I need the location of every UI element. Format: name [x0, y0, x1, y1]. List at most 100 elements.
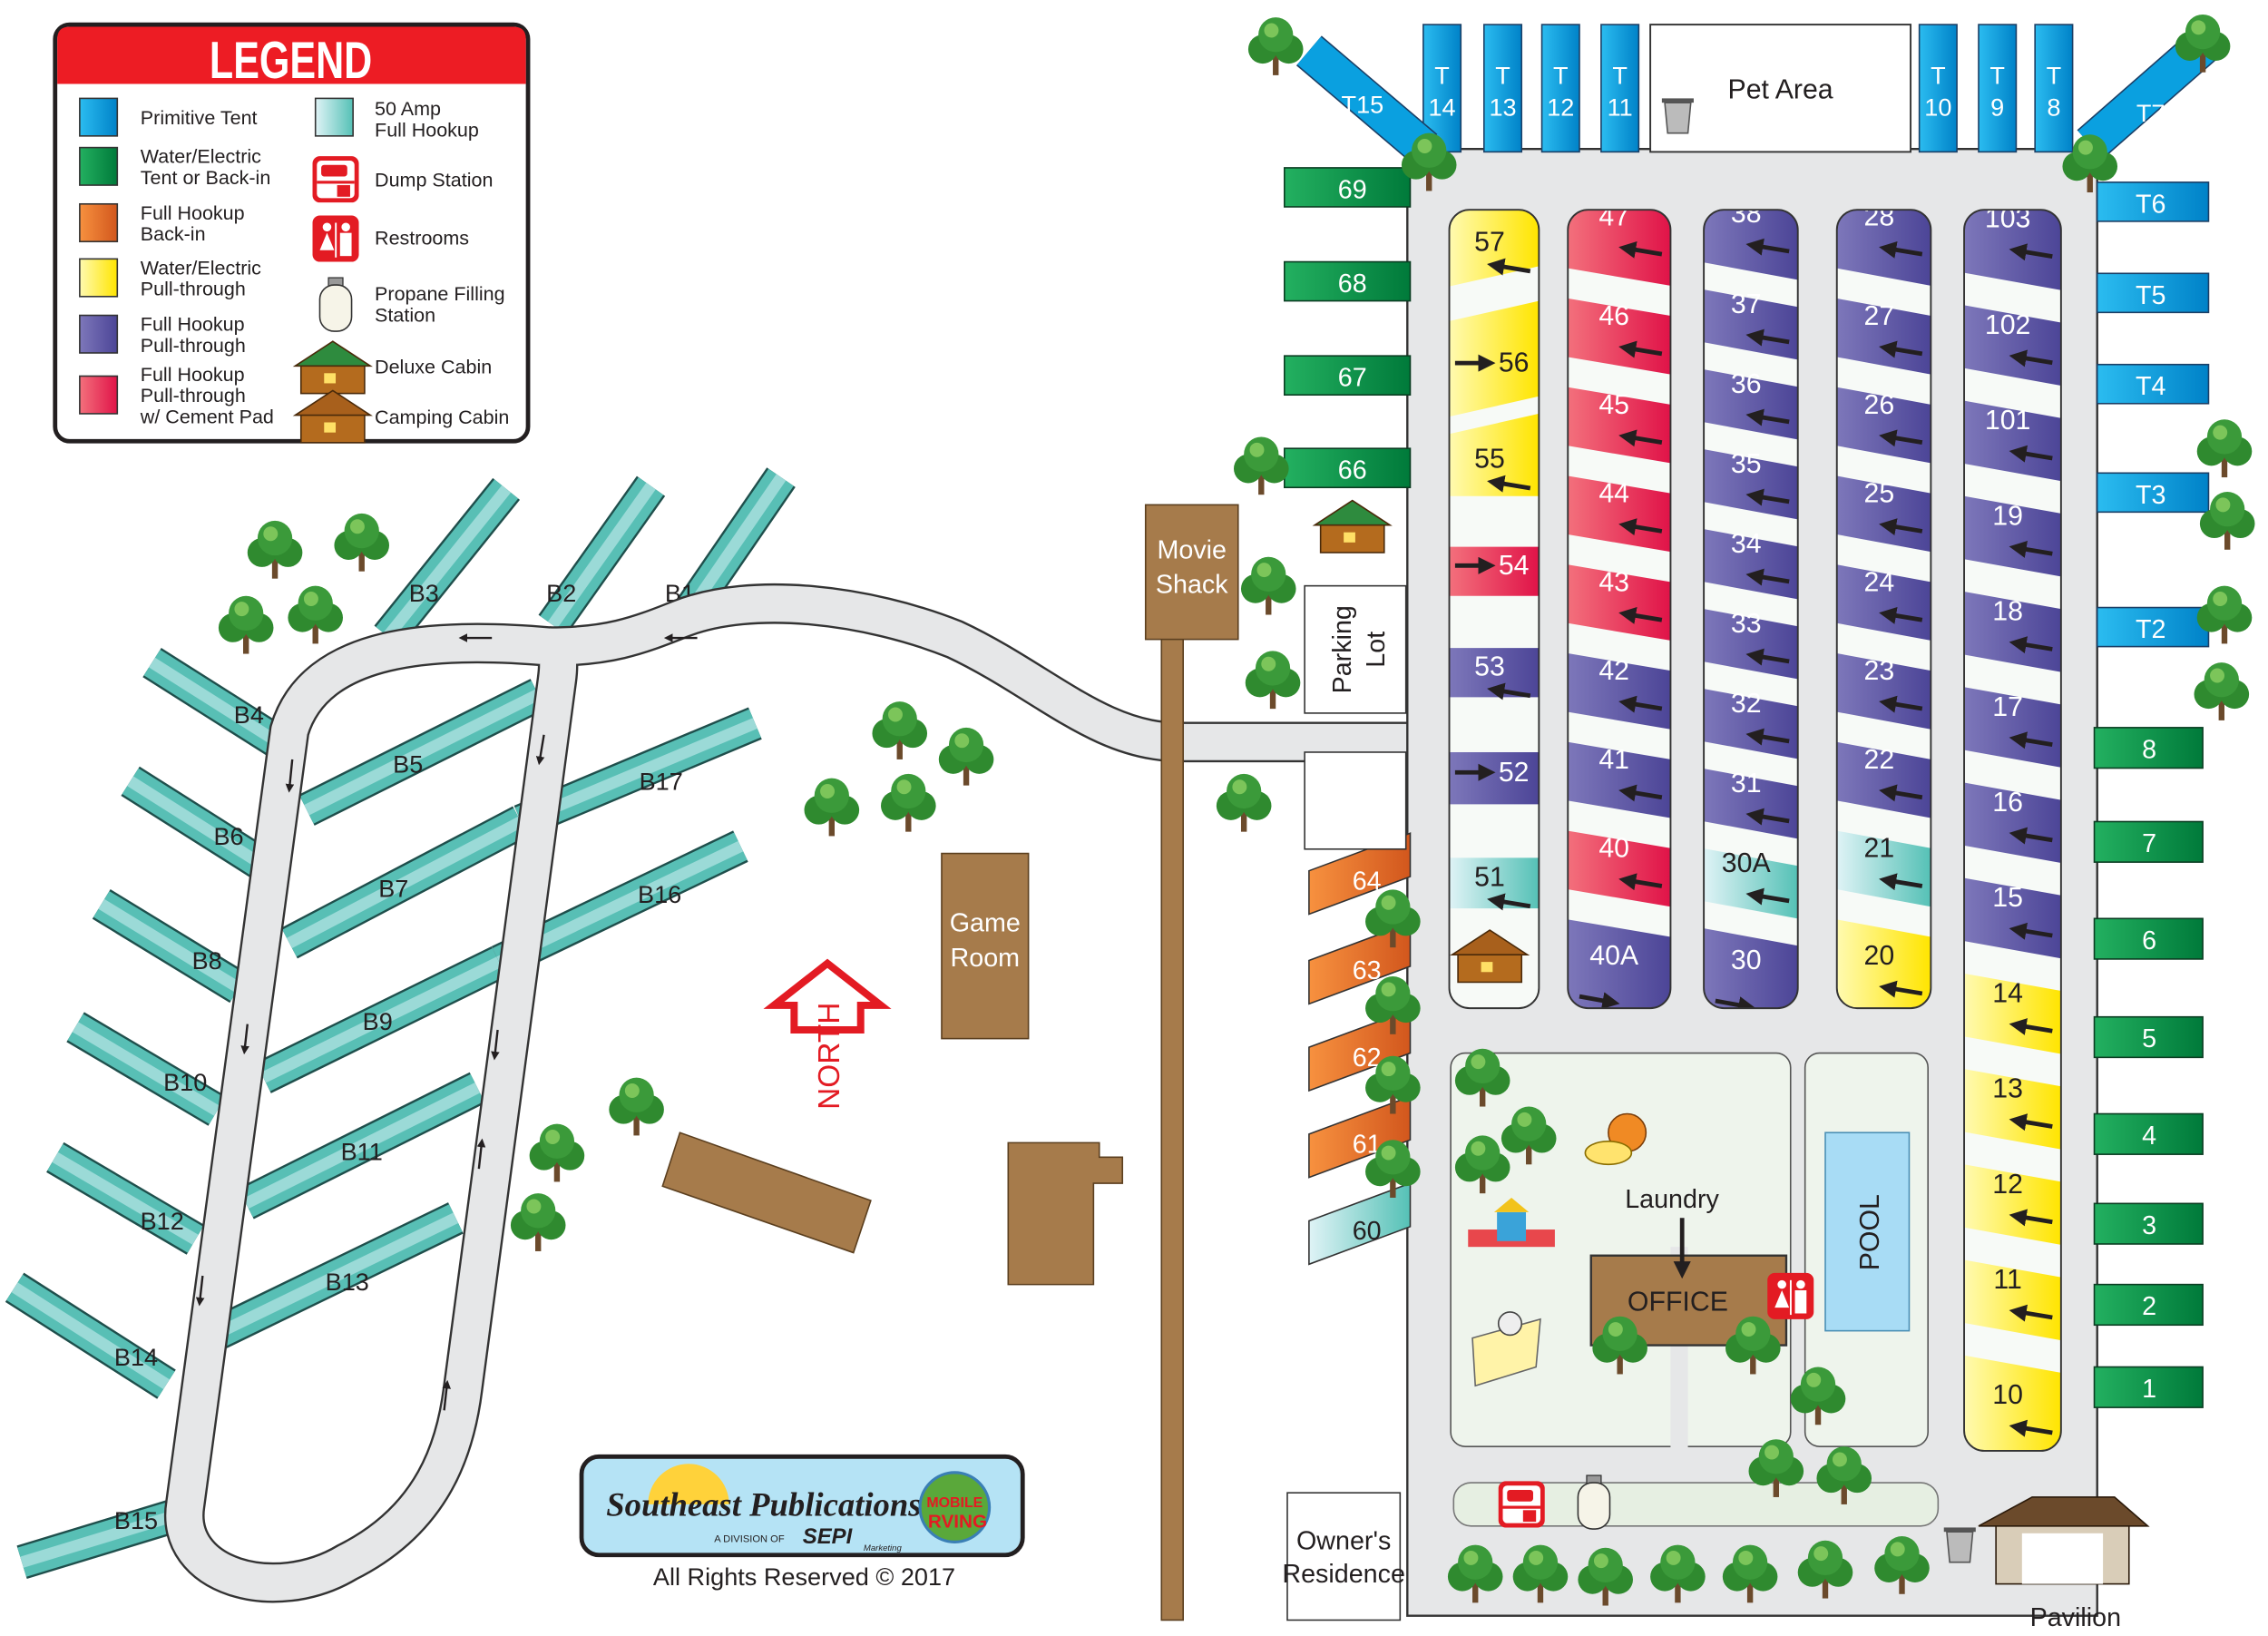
site-25[interactable]: 25: [1836, 475, 1931, 553]
site-B12[interactable]: [46, 1141, 205, 1255]
site-30[interactable]: 30: [1704, 928, 1798, 1033]
site-51[interactable]: 51: [1449, 857, 1540, 911]
site-35[interactable]: 35: [1704, 449, 1798, 520]
site-B14[interactable]: [5, 1272, 176, 1399]
site-T14[interactable]: T14: [1422, 24, 1462, 153]
site-15[interactable]: 15: [1964, 877, 2061, 959]
site-102[interactable]: 102: [1964, 305, 2061, 386]
site-T13[interactable]: T13: [1482, 24, 1523, 153]
site-44[interactable]: 44: [1568, 475, 1671, 553]
site-B7[interactable]: [281, 806, 529, 959]
site-37[interactable]: 37: [1704, 289, 1798, 360]
site-68[interactable]: 68: [1283, 260, 1412, 302]
pavilion[interactable]: Pavilion: [1978, 1496, 2150, 1632]
site-53[interactable]: 53: [1449, 648, 1540, 700]
site-T10[interactable]: T10: [1918, 24, 1958, 153]
site-67[interactable]: 67: [1283, 355, 1412, 397]
site-12[interactable]: 12: [1964, 1164, 2061, 1245]
site-B9[interactable]: [255, 945, 507, 1093]
site-20[interactable]: 20: [1836, 919, 1931, 1033]
site-19[interactable]: 19: [1964, 495, 2061, 577]
pet-area[interactable]: Pet Area: [1649, 24, 1912, 153]
site-69[interactable]: 69: [1283, 167, 1412, 208]
site-7[interactable]: 7: [2093, 820, 2204, 863]
site-31[interactable]: 31: [1704, 769, 1798, 839]
site-54[interactable]: 54: [1449, 546, 1540, 596]
site-103[interactable]: 103: [1964, 188, 2061, 290]
site-34[interactable]: 34: [1704, 529, 1798, 600]
site-36[interactable]: 36: [1704, 369, 1798, 440]
site-18[interactable]: 18: [1964, 592, 2061, 672]
site-3[interactable]: 3: [2093, 1202, 2204, 1245]
site-B6[interactable]: [121, 766, 270, 878]
site-B2[interactable]: [538, 475, 666, 635]
site-61[interactable]: 61: [1308, 1095, 1412, 1179]
site-66[interactable]: 66: [1283, 447, 1412, 489]
site-4[interactable]: 4: [2093, 1112, 2204, 1155]
site-27[interactable]: 27: [1836, 298, 1931, 375]
site-6[interactable]: 6: [2093, 917, 2204, 960]
site-57[interactable]: 57: [1449, 190, 1540, 287]
site-13[interactable]: 13: [1964, 1069, 2061, 1150]
site-T5[interactable]: T5: [2096, 272, 2210, 314]
site-B10[interactable]: [66, 1012, 227, 1126]
site-T4[interactable]: T4: [2096, 363, 2210, 405]
site-55[interactable]: 55: [1449, 413, 1540, 496]
site-B3[interactable]: [374, 477, 521, 648]
site-T11[interactable]: T11: [1600, 24, 1640, 153]
site-T2[interactable]: T2: [2096, 606, 2210, 648]
site-22[interactable]: 22: [1836, 741, 1931, 818]
site-B15[interactable]: [16, 1494, 193, 1579]
site-52[interactable]: 52: [1449, 751, 1540, 805]
pull-direction-arrow-icon: [1618, 606, 1663, 624]
site-1[interactable]: 1: [2093, 1366, 2204, 1408]
site-T6[interactable]: T6: [2096, 181, 2210, 222]
site-28[interactable]: 28: [1836, 188, 1931, 286]
site-40[interactable]: 40: [1568, 830, 1671, 907]
site-42[interactable]: 42: [1568, 653, 1671, 730]
site-33[interactable]: 33: [1704, 609, 1798, 680]
site-B13[interactable]: [209, 1202, 464, 1350]
site-24[interactable]: 24: [1836, 564, 1931, 641]
site-26[interactable]: 26: [1836, 387, 1931, 464]
site-56[interactable]: 56: [1449, 300, 1540, 417]
site-47[interactable]: 47: [1568, 188, 1671, 286]
site-11[interactable]: 11: [1964, 1259, 2061, 1341]
site-60[interactable]: 60: [1308, 1181, 1412, 1266]
site-T15[interactable]: T15: [1295, 35, 1438, 164]
site-14[interactable]: 14: [1964, 973, 2061, 1054]
site-B4[interactable]: [142, 647, 292, 760]
site-B8[interactable]: [92, 889, 249, 1004]
site-30A[interactable]: 30A: [1704, 848, 1798, 919]
site-T9[interactable]: T9: [1978, 24, 2018, 153]
site-23[interactable]: 23: [1836, 653, 1931, 730]
site-16[interactable]: 16: [1964, 782, 2061, 864]
site-45[interactable]: 45: [1568, 387, 1671, 464]
site-T3[interactable]: T3: [2096, 472, 2210, 514]
site-101[interactable]: 101: [1964, 400, 2061, 482]
site-B5[interactable]: [298, 679, 546, 826]
site-5[interactable]: 5: [2093, 1015, 2204, 1059]
site-10[interactable]: 10: [1964, 1355, 2061, 1475]
site-43[interactable]: 43: [1568, 564, 1671, 641]
site-46[interactable]: 46: [1568, 298, 1671, 375]
site-40A[interactable]: 40A: [1568, 919, 1671, 1033]
site-2[interactable]: 2: [2093, 1283, 2204, 1327]
site-62[interactable]: 62: [1308, 1008, 1412, 1092]
site-32[interactable]: 32: [1704, 689, 1798, 759]
site-label: 34: [1731, 529, 1762, 559]
site-21[interactable]: 21: [1836, 830, 1931, 907]
site-17[interactable]: 17: [1964, 687, 2061, 768]
site-63[interactable]: 63: [1308, 921, 1412, 1005]
site-38[interactable]: 38: [1704, 188, 1798, 280]
site-8[interactable]: 8: [2093, 727, 2204, 769]
site-T12[interactable]: T12: [1540, 24, 1580, 153]
site-T8[interactable]: T8: [2034, 24, 2074, 153]
pool[interactable]: POOL: [1824, 1131, 1911, 1332]
site-B11[interactable]: [238, 1072, 485, 1220]
site-41[interactable]: 41: [1568, 741, 1671, 818]
